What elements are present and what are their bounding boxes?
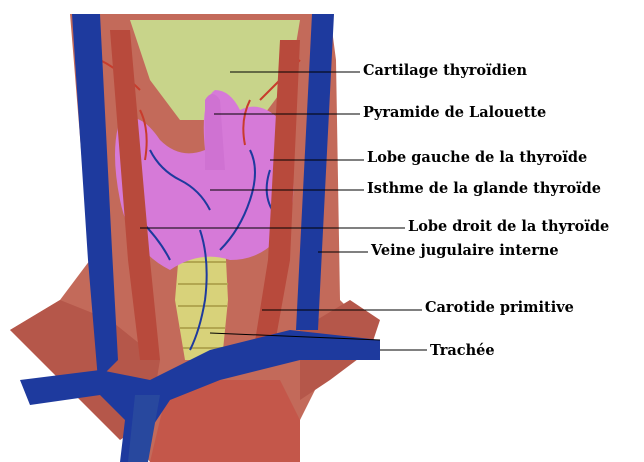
label-lobe-droit: Lobe droit de la thyroïde bbox=[408, 218, 609, 236]
label-carotide-primitive: Carotide primitive bbox=[425, 299, 574, 317]
label-cartilage-thyroidien: Cartilage thyroïdien bbox=[363, 62, 527, 80]
label-lobe-gauche: Lobe gauche de la thyroïde bbox=[367, 149, 587, 167]
label-trachee: Trachée bbox=[430, 342, 495, 360]
label-isthme: Isthme de la glande thyroïde bbox=[367, 180, 601, 198]
label-pyramide-de-lalouette: Pyramide de Lalouette bbox=[363, 104, 546, 122]
label-veine-jugulaire: Veine jugulaire interne bbox=[371, 242, 559, 260]
